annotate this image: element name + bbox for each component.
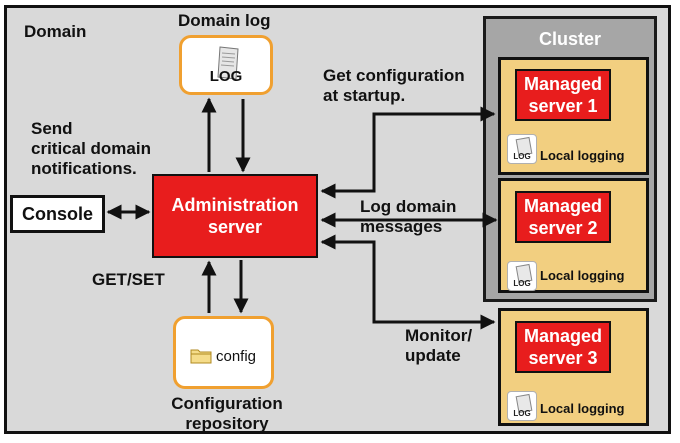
folder-icon bbox=[190, 347, 212, 364]
get-set-label: GET/SET bbox=[92, 270, 165, 289]
domain-log-title: Domain log bbox=[178, 11, 271, 30]
monitor-update-label: Monitor/ update bbox=[405, 326, 473, 365]
log-document-icon bbox=[216, 46, 242, 80]
config-repo-card[interactable]: config bbox=[173, 316, 274, 389]
domain-log-card[interactable]: LOG bbox=[179, 35, 273, 95]
send-notifications-label: Send critical domain notifications. bbox=[31, 119, 151, 178]
domain-log-icon-text: LOG bbox=[209, 68, 243, 85]
cluster-title: Cluster bbox=[538, 29, 601, 49]
get-config-arrow bbox=[320, 106, 496, 199]
local-log-icon-text: LOG bbox=[513, 409, 531, 418]
local-log-icon: LOG bbox=[507, 391, 537, 421]
managed-server-1[interactable]: Managed server 1 bbox=[515, 69, 611, 121]
config-repo-title: Configuration repository bbox=[171, 394, 283, 433]
managed-server-3[interactable]: Managed server 3 bbox=[515, 321, 611, 373]
domain-label: Domain bbox=[24, 22, 87, 41]
local-log-icon: LOG bbox=[507, 261, 537, 291]
log-domain-label: Log domain messages bbox=[360, 197, 457, 236]
config-icon-text: config bbox=[216, 348, 257, 365]
managed-server-2-panel[interactable]: Managed server 2 LOG Local logging bbox=[498, 178, 649, 293]
local-log-icon: LOG bbox=[507, 134, 537, 164]
get-config-label: Get configuration at startup. bbox=[323, 66, 465, 105]
managed-server-2[interactable]: Managed server 2 bbox=[515, 191, 611, 243]
local-logging-label: Local logging bbox=[540, 268, 625, 283]
managed-server-3-panel[interactable]: Managed server 3 LOG Local logging bbox=[498, 308, 649, 426]
local-logging-label: Local logging bbox=[540, 148, 625, 163]
local-log-icon-text: LOG bbox=[513, 279, 531, 288]
administration-server[interactable]: Administration server bbox=[152, 174, 318, 258]
console-box[interactable]: Console bbox=[10, 195, 105, 233]
local-log-icon-text: LOG bbox=[513, 152, 531, 161]
managed-server-1-panel[interactable]: Managed server 1 LOG Local logging bbox=[498, 57, 649, 175]
local-logging-label: Local logging bbox=[540, 401, 625, 416]
monitor-update-arrow bbox=[320, 234, 496, 330]
